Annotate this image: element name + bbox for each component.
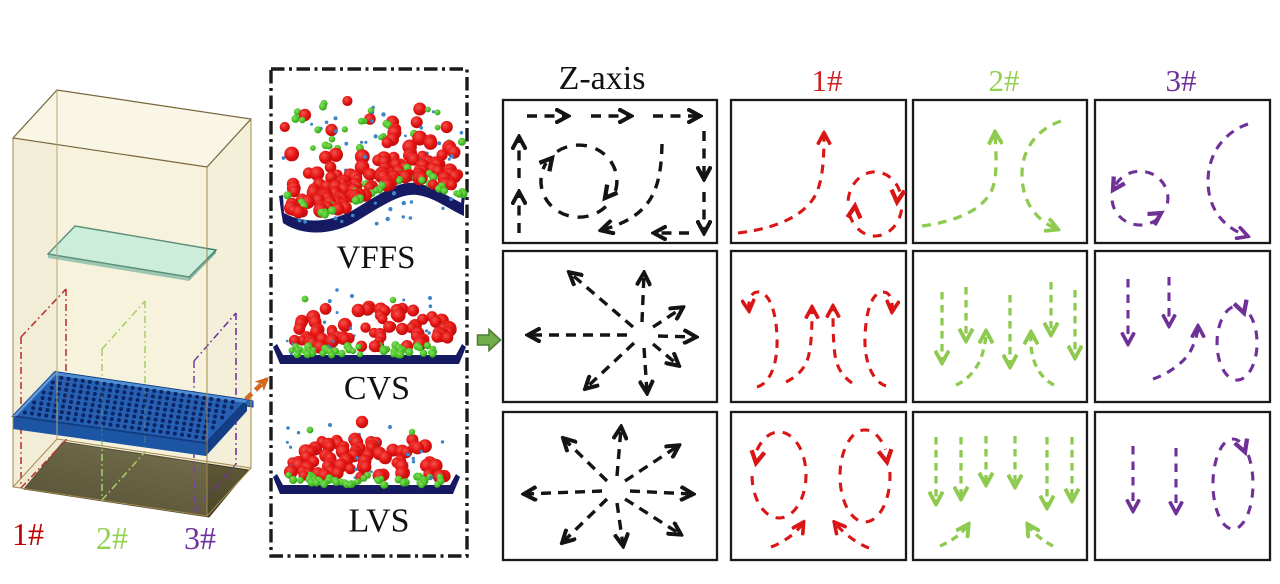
svg-text:LVS: LVS <box>348 503 409 540</box>
svg-text:3#: 3# <box>184 520 216 556</box>
svg-text:VFFS: VFFS <box>337 240 416 276</box>
svg-text:CVS: CVS <box>344 370 410 407</box>
svg-text:1#: 1# <box>812 63 843 98</box>
svg-text:2#: 2# <box>989 63 1020 98</box>
svg-text:2#: 2# <box>96 520 128 556</box>
svg-text:Z-axis: Z-axis <box>559 60 646 97</box>
svg-text:1#: 1# <box>12 516 44 552</box>
svg-text:3#: 3# <box>1166 63 1197 98</box>
